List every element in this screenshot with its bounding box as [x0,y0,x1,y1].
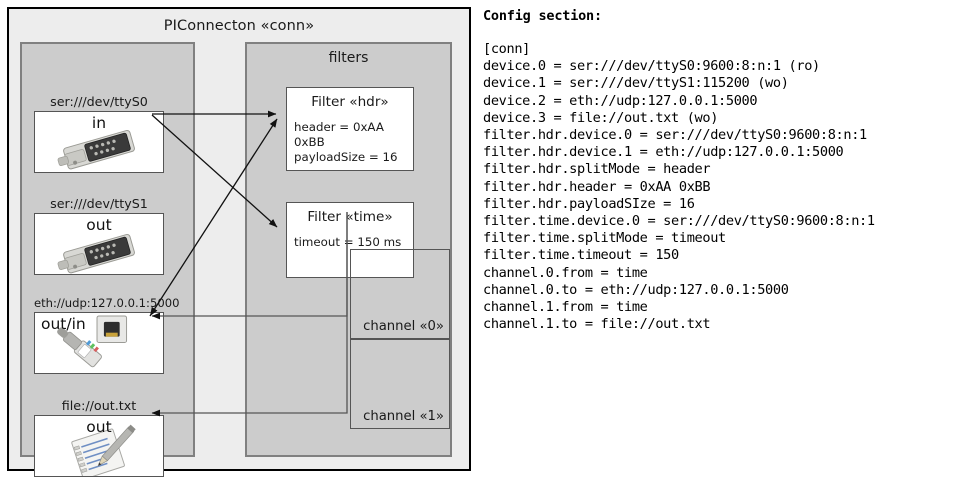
filter-hdr-title: Filter «hdr» [311,94,389,110]
serial-db9-connector-icon [57,233,135,274]
channel-1-box[interactable]: channel «1» [350,339,450,429]
channel-1-label: channel «1» [363,409,444,424]
filter-time-prop-timeout: timeout = 150 ms [294,235,402,249]
device-eth-direction: out/in [41,315,86,333]
ethernet-rj45-icon [57,315,128,368]
device-ttys0-direction: in [91,114,107,132]
device-eth-caption: eth://udp:127.0.0.1:5000 [34,296,180,310]
device-ttys1[interactable]: ser:///dev/ttyS1 out [34,196,164,275]
text-file-notepad-icon [71,424,136,476]
device-ttys1-box[interactable]: out [34,213,164,275]
device-eth-box[interactable]: out/in [34,312,164,374]
filters-panel: filters Filter «hdr» header = 0xAA 0xBB … [245,42,452,457]
filter-hdr-prop-header: header = 0xAA 0xBB [294,120,384,149]
device-file-box[interactable]: out [34,415,164,477]
filter-time-title: Filter «time» [307,209,393,225]
config-section-heading: Config section: [483,8,602,24]
device-ttys0-caption: ser:///dev/ttyS0 [50,94,148,109]
device-file-caption: file://out.txt [61,398,137,413]
device-file[interactable]: file://out.txt out [34,398,164,477]
channel-0-box[interactable]: channel «0» [350,249,450,339]
filter-hdr-prop-payloadsize: payloadSize = 16 [294,150,398,164]
device-ttys0-box[interactable]: in [34,111,164,173]
config-section-text: [conn] device.0 = ser:///dev/ttyS0:9600:… [483,41,875,333]
device-eth[interactable]: eth://udp:127.0.0.1:5000 out/in [34,296,180,374]
diagram-title: PIConnecton «conn» [163,18,315,34]
channel-0-label: channel «0» [363,319,444,334]
serial-db9-connector-icon [57,129,135,170]
devices-panel: ser:///dev/ttyS0 in [20,42,195,477]
filters-panel-title: filters [328,50,369,66]
connection-diagram: PIConnecton «conn» ser:///dev/ttyS0 in [7,7,471,477]
device-ttys1-direction: out [86,216,112,234]
device-file-direction: out [86,418,112,436]
device-ttys1-caption: ser:///dev/ttyS1 [50,196,148,211]
config-section: Config section: [conn] device.0 = ser://… [483,8,958,333]
filter-hdr-box[interactable]: Filter «hdr» header = 0xAA 0xBB payloadS… [286,87,414,171]
device-ttys0[interactable]: ser:///dev/ttyS0 in [34,94,164,173]
